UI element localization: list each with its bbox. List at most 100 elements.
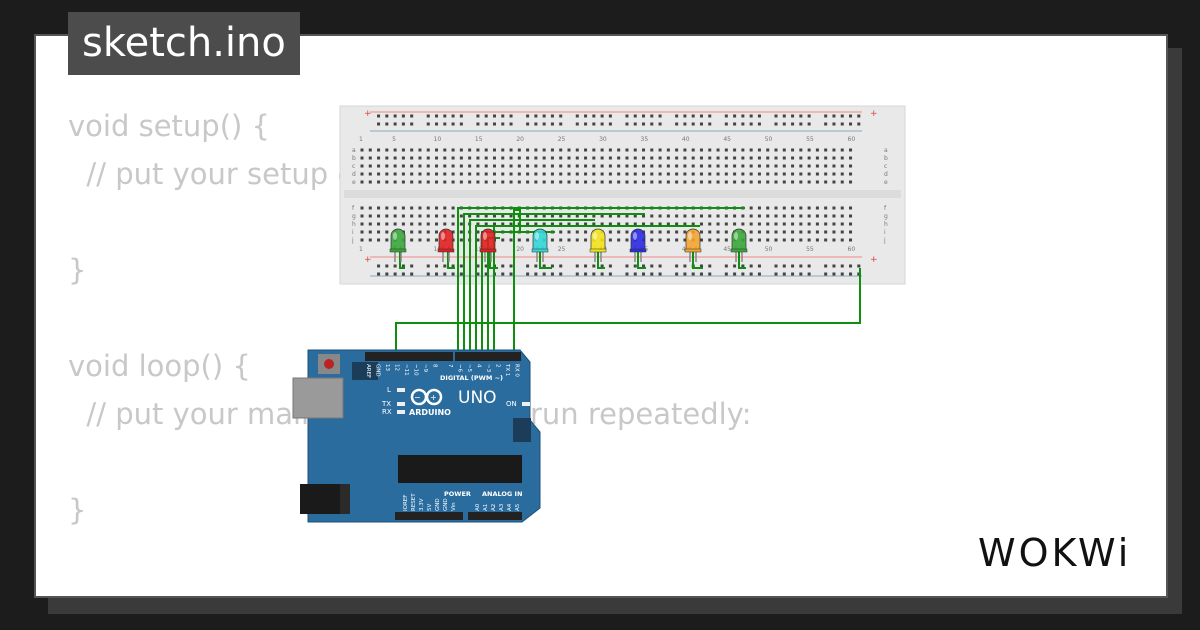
arduino-uno[interactable]: L TX RX ON − + UNO ARDUINO DIGITAL (PWM … (292, 349, 541, 523)
pin-label: A0 (475, 503, 481, 511)
pin-label: 13 (384, 364, 390, 371)
column-number: 50 (765, 246, 773, 253)
column-number: 55 (806, 246, 814, 253)
pin-label: 2 (495, 364, 501, 368)
rail-plus-label: + (870, 109, 878, 119)
column-number: 45 (723, 136, 731, 143)
pin-label: TX 1 (504, 363, 510, 376)
file-tab[interactable]: sketch.ino (68, 12, 300, 75)
row-letter: c (352, 163, 355, 170)
pin-label: GND (443, 498, 449, 511)
l-led-label: L (387, 386, 391, 394)
wire (597, 252, 605, 269)
pin-label: 8 (432, 364, 438, 368)
row-letter: h (352, 221, 356, 228)
column-number: 20 (516, 246, 524, 253)
row-letter: g (352, 213, 356, 220)
led-group[interactable] (389, 228, 748, 262)
pin-label: Vin (451, 502, 457, 511)
led[interactable] (479, 228, 497, 262)
digital-header-label: DIGITAL (PWM ~) (440, 374, 503, 382)
led[interactable] (629, 228, 647, 262)
pin-label: RX 0 (514, 364, 520, 377)
row-letter: i (884, 229, 886, 236)
row-letter: e (884, 179, 888, 186)
wire (399, 252, 405, 269)
wire (469, 219, 595, 355)
svg-text:+: + (430, 393, 437, 402)
pin-label: 5V (427, 504, 433, 511)
wire (395, 268, 861, 355)
led[interactable] (437, 228, 455, 262)
led[interactable] (389, 228, 407, 262)
wire (513, 209, 555, 355)
column-number: 45 (723, 246, 731, 253)
board-brand: ARDUINO (409, 408, 451, 417)
row-letter: e (352, 179, 356, 186)
column-number: 1 (359, 246, 363, 253)
column-number: 30 (599, 136, 607, 143)
rail-plus-label: + (870, 255, 878, 265)
column-number: 35 (641, 136, 649, 143)
led[interactable] (531, 228, 549, 262)
board-model: UNO (458, 388, 497, 408)
pin-label: ~11 (403, 364, 409, 376)
column-number: 1 (359, 136, 363, 143)
column-number: 55 (806, 136, 814, 143)
reset-button-cap (324, 359, 334, 369)
row-letter: j (351, 237, 354, 244)
pin-label: AREF (365, 364, 371, 378)
pin-label: A3 (499, 503, 505, 511)
column-number: 25 (558, 136, 566, 143)
column-number: 60 (848, 136, 856, 143)
breadboard[interactable]: + + + + 11551010151520202525303035354040… (339, 105, 906, 285)
pin-label: GND (435, 498, 441, 511)
row-letter: b (884, 155, 888, 162)
row-letter: h (884, 221, 888, 228)
pin-label: 7 (447, 364, 453, 368)
wire (539, 252, 552, 269)
column-number: 10 (434, 246, 442, 253)
column-number: 60 (848, 246, 856, 253)
wire (493, 225, 510, 355)
pin-label: A1 (483, 504, 489, 511)
led[interactable] (684, 228, 702, 262)
column-number: 5 (392, 136, 396, 143)
code-line: void loop() { (68, 349, 251, 383)
code-line: } (68, 493, 87, 527)
column-number: 20 (516, 136, 524, 143)
pin-label: ~5 (466, 364, 472, 373)
row-letter: g (884, 213, 888, 220)
column-number: 15 (475, 136, 483, 143)
row-letter: b (352, 155, 356, 162)
wokwi-logo[interactable]: WOKWi (976, 528, 1152, 578)
wire (489, 252, 498, 269)
wire (738, 252, 746, 269)
row-letter: a (352, 147, 356, 154)
pin-label: A5 (515, 503, 521, 511)
pin-label: RESET (411, 493, 417, 511)
analog-header-label: ANALOG IN (482, 490, 522, 498)
wire (457, 207, 745, 355)
logo-text: WOKWi (978, 531, 1131, 575)
pin-label: 3.3V (419, 498, 425, 511)
tx-led-label: TX (381, 400, 391, 408)
wire (637, 252, 646, 269)
code-line: void setup() { (68, 109, 270, 143)
rail-plus-label: + (364, 255, 372, 265)
led[interactable] (730, 228, 748, 262)
pin-label: A2 (491, 504, 497, 511)
led[interactable] (589, 228, 607, 262)
breadboard-holes (360, 114, 861, 276)
column-number: 15 (475, 246, 483, 253)
pin-label: GND (375, 364, 381, 377)
code-line: } (68, 253, 87, 287)
column-number: 25 (558, 246, 566, 253)
column-number: 40 (682, 136, 690, 143)
pin-label: ~6 (457, 364, 463, 373)
rail-plus-label: + (364, 109, 372, 119)
pin-label: 12 (394, 364, 400, 371)
pin-label: 4 (476, 364, 482, 368)
svg-text:−: − (414, 393, 421, 402)
